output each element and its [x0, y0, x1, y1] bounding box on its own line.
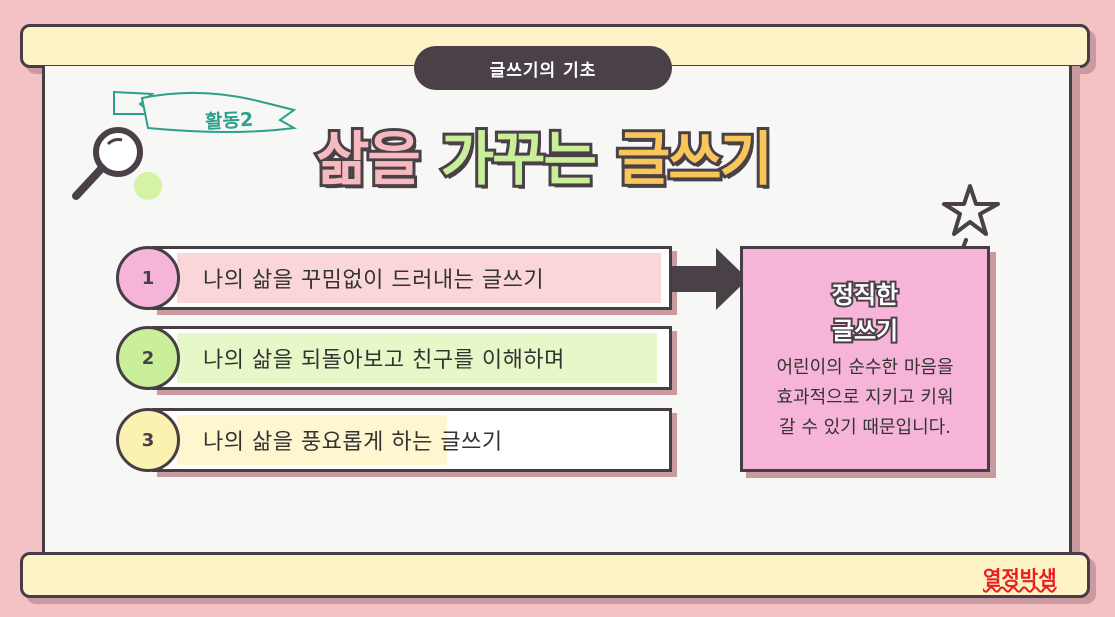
ribbon-banner-icon — [113, 90, 298, 133]
header-pill: 글쓰기의 기초 — [414, 46, 672, 90]
activity-tag: 활동2 — [204, 108, 254, 134]
item-3-text: 나의 삶을 풍요롭게 하는 글쓰기 — [203, 430, 503, 455]
arrow-right-icon — [672, 248, 748, 310]
card-body-line-3: 갈 수 있기 때문입니다. — [779, 417, 951, 438]
brand-logo: 열정박샘 — [983, 566, 1057, 590]
card-body-line-1: 어린이의 순수한 마음을 — [776, 357, 954, 378]
item-1-text: 나의 삶을 꾸밈없이 드러내는 글쓰기 — [203, 268, 545, 293]
list-item-1: 나의 삶을 꾸밈없이 드러내는 글쓰기 — [152, 246, 672, 310]
list-item-2: 나의 삶을 되돌아보고 친구를 이해하며 — [152, 326, 672, 390]
title-word-2: 가꾸는 — [438, 122, 600, 196]
card-title: 정직한 글쓰기 — [743, 277, 987, 349]
list-item-3: 나의 삶을 풍요롭게 하는 글쓰기 — [152, 408, 672, 472]
item-3-number: 3 — [116, 408, 180, 472]
item-1-highlight — [177, 253, 661, 303]
item-2-text: 나의 삶을 되돌아보고 친구를 이해하며 — [203, 348, 565, 373]
item-2-highlight — [177, 333, 657, 383]
card-title-line-1: 정직한 — [830, 279, 900, 311]
bottom-scroll-bar — [20, 552, 1090, 598]
magnifier-icon — [72, 127, 162, 200]
page-title: 삶을 가꾸는 글쓰기 — [313, 112, 776, 196]
card-body: 어린이의 순수한 마음을 효과적으로 지키고 키워 갈 수 있기 때문입니다. — [743, 353, 987, 443]
card-body-line-2: 효과적으로 지키고 키워 — [776, 387, 954, 408]
card-title-line-2: 글쓰기 — [830, 315, 900, 347]
summary-card: 정직한 글쓰기 어린이의 순수한 마음을 효과적으로 지키고 키워 갈 수 있기… — [740, 246, 990, 472]
item-3-highlight — [177, 415, 447, 465]
title-word-1: 삶을 — [313, 122, 424, 196]
item-2-number: 2 — [116, 326, 180, 390]
item-1-number: 1 — [116, 246, 180, 310]
title-word-3: 글쓰기 — [614, 122, 776, 196]
